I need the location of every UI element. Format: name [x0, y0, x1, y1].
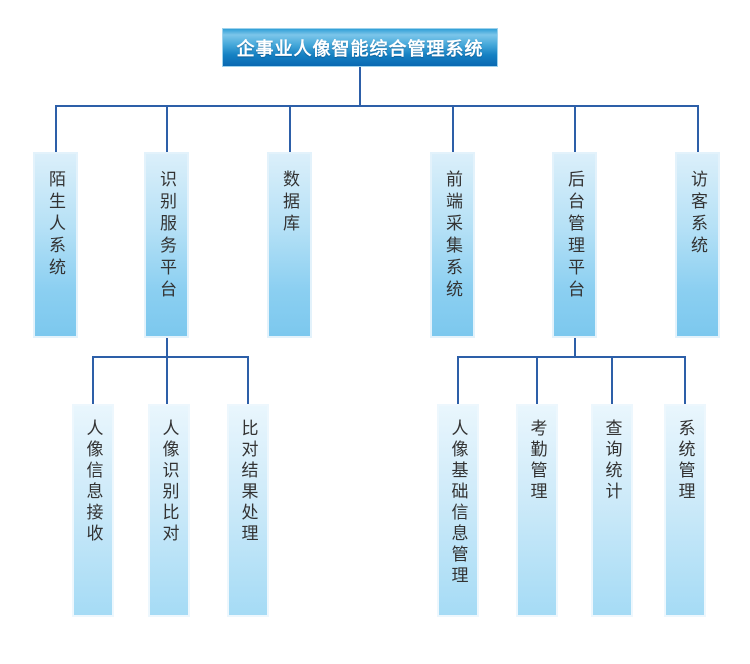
node-portrait-info-reception: 人像信息接收	[72, 404, 114, 617]
connector-drop-portrait-recognition-comparison	[166, 356, 168, 404]
node-query-statistics: 查询统计	[591, 404, 633, 617]
node-label: 前端采集系统	[443, 170, 462, 302]
connector-drop-database	[289, 105, 291, 152]
connector-backend-hline	[457, 356, 686, 358]
node-portrait-recognition-comparison: 人像识别比对	[148, 404, 190, 617]
node-attendance-management: 考勤管理	[516, 404, 558, 617]
node-label: 系统管理	[675, 419, 695, 503]
node-label: 查询统计	[602, 419, 622, 503]
connector-backend-trunk	[574, 338, 576, 358]
node-system-management: 系统管理	[664, 404, 706, 617]
connector-root-trunk	[359, 67, 361, 107]
root-node: 企事业人像智能综合管理系统	[222, 28, 498, 67]
node-label: 比对结果处理	[238, 419, 258, 545]
connector-drop-recognition-service-platform	[166, 105, 168, 152]
node-label: 陌生人系统	[46, 170, 65, 280]
node-frontend-capture-system: 前端采集系统	[430, 152, 475, 338]
node-label: 人像识别比对	[159, 419, 179, 545]
node-comparison-result-processing: 比对结果处理	[227, 404, 269, 617]
node-database: 数据库	[267, 152, 312, 338]
connector-level1-hline	[55, 105, 699, 107]
connector-recognition-hline	[92, 356, 249, 358]
node-label: 人像基础信息管理	[448, 419, 468, 587]
node-label: 考勤管理	[527, 419, 547, 503]
node-label: 数据库	[280, 170, 299, 236]
root-node-label: 企事业人像智能综合管理系统	[236, 38, 484, 59]
node-label: 后台管理平台	[565, 170, 584, 302]
connector-drop-attendance-management	[536, 356, 538, 404]
connector-drop-frontend-capture-system	[452, 105, 454, 152]
connector-drop-portrait-basic-info-management	[457, 356, 459, 404]
node-visitor-system: 访客系统	[675, 152, 720, 338]
connector-drop-query-statistics	[611, 356, 613, 404]
connector-drop-portrait-info-reception	[92, 356, 94, 404]
node-label: 访客系统	[688, 170, 707, 258]
connector-drop-comparison-result-processing	[247, 356, 249, 404]
node-label: 人像信息接收	[83, 419, 103, 545]
node-portrait-basic-info-management: 人像基础信息管理	[437, 404, 479, 617]
node-backend-management-platform: 后台管理平台	[552, 152, 597, 338]
connector-drop-stranger-system	[55, 105, 57, 152]
connector-drop-system-management	[684, 356, 686, 404]
connector-drop-visitor-system	[697, 105, 699, 152]
node-recognition-service-platform: 识别服务平台	[144, 152, 189, 338]
node-label: 识别服务平台	[157, 170, 176, 302]
connector-drop-backend-management-platform	[574, 105, 576, 152]
node-stranger-system: 陌生人系统	[33, 152, 78, 338]
connector-recognition-trunk	[166, 338, 168, 358]
